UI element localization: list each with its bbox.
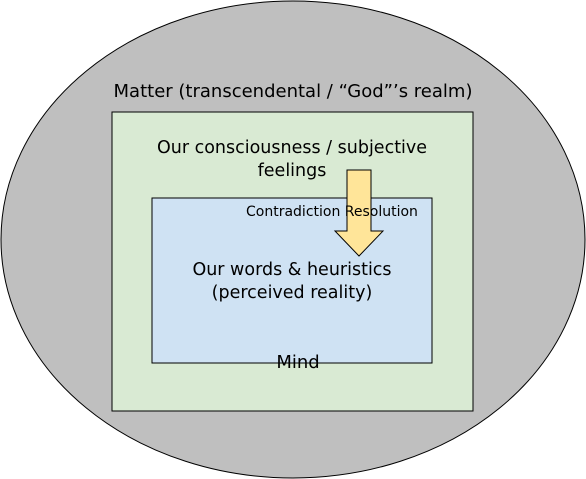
mind-box bbox=[151, 197, 433, 364]
consciousness-label-line2: feelings bbox=[257, 161, 327, 181]
words-label-line1: Our words & heuristics bbox=[192, 260, 392, 280]
consciousness-label-line1: Our consciousness / subjective bbox=[156, 138, 428, 158]
words-label-line2: (perceived reality) bbox=[211, 283, 373, 303]
contradiction-resolution-label: Contradiction Resolution bbox=[246, 204, 418, 220]
consciousness-label: Our consciousness / subjective feelings bbox=[112, 137, 472, 183]
words-heuristics-label: Our words & heuristics (perceived realit… bbox=[152, 259, 432, 305]
matter-label: Matter (transcendental / “God”’s realm) bbox=[113, 81, 473, 102]
down-arrow-icon bbox=[333, 169, 385, 257]
mind-label: Mind bbox=[276, 352, 320, 373]
